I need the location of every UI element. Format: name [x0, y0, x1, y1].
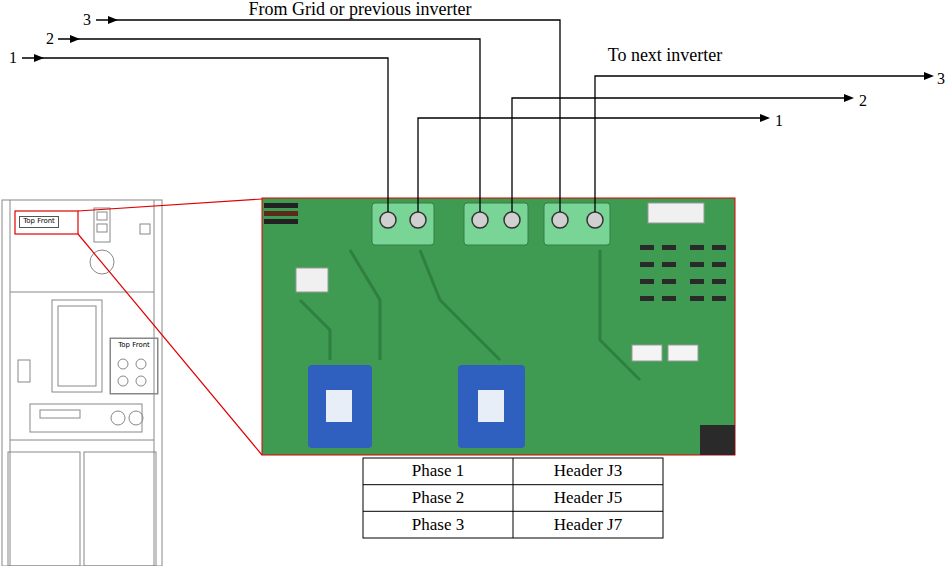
zoom-callout — [15, 199, 262, 455]
phase-number: 3 — [83, 11, 91, 29]
table-cell: Header J5 — [554, 489, 622, 508]
phase-number: 2 — [859, 92, 867, 110]
phase-number: 1 — [9, 49, 17, 67]
tag-box: Top Front — [19, 216, 59, 228]
phase-wires — [22, 20, 926, 212]
table-cell: Header J7 — [554, 516, 622, 535]
phase-number: 1 — [775, 112, 783, 130]
table-cell: Phase 1 — [412, 462, 464, 481]
table-cell: Header J3 — [554, 462, 622, 481]
table-cell: Phase 2 — [412, 489, 464, 508]
node-label: Top Front — [23, 218, 55, 226]
pcb-photo — [262, 198, 735, 455]
table-cell: Phase 3 — [412, 516, 464, 535]
node-label: Top Front — [113, 342, 155, 350]
phase-table-grid — [363, 458, 663, 538]
heading-label: From Grid or previous inverter — [249, 0, 472, 20]
phase-number: 3 — [937, 70, 945, 88]
phase-number: 2 — [46, 30, 54, 48]
heading-label: To next inverter — [608, 46, 723, 66]
cabinet-drawing — [2, 200, 162, 566]
arrowheads — [34, 16, 934, 122]
panel-box: Top Front — [110, 338, 158, 394]
